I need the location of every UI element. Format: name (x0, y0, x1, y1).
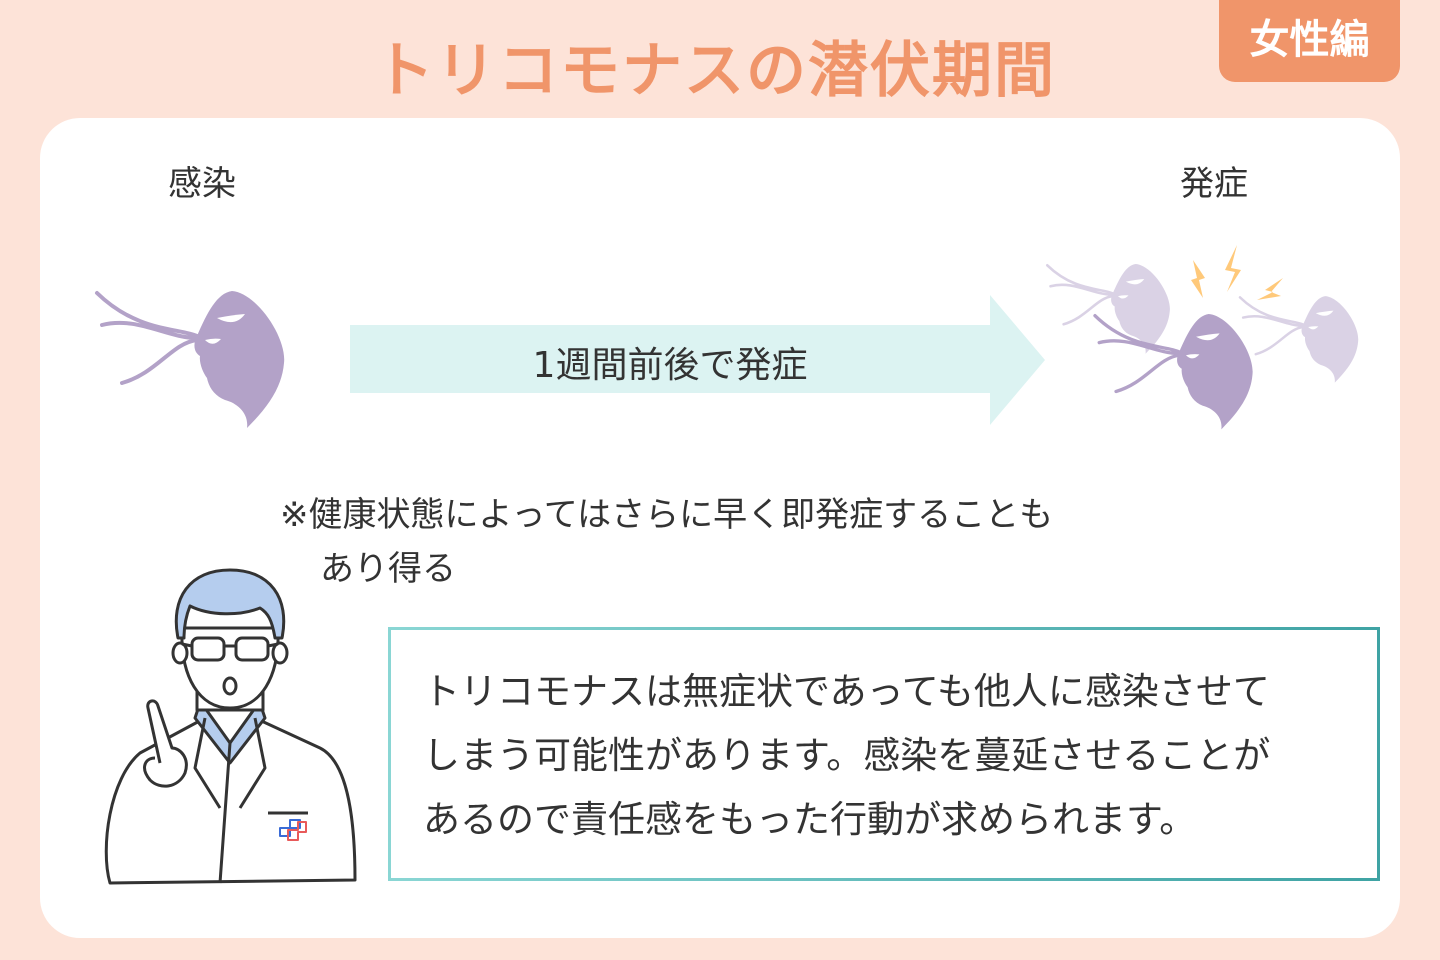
note-text: ※健康状態によってはさらに早く即発症することも あり得る (280, 488, 1053, 596)
message-line: あるので責任感をもった行動が求められます。 (423, 798, 1197, 841)
trichomonas-icon (1093, 312, 1255, 432)
page-title: トリコモナスの潜伏期間 (374, 36, 1056, 106)
onset-label: 発症 (1180, 164, 1248, 204)
incubation-period-label: 1週間前後で発症 (532, 345, 808, 386)
message-line: しまう可能性があります。感染を蔓延させることが (423, 734, 1271, 777)
female-edition-badge: 女性編 (1219, 0, 1400, 82)
message-line: トリコモナスは無症状であっても他人に感染させて (423, 670, 1270, 713)
message-box: トリコモナスは無症状であっても他人に感染させて しまう可能性があります。感染を蔓… (388, 627, 1380, 881)
lightning-icon (1191, 245, 1283, 300)
note-line: ※健康状態によってはさらに早く即発症することも (280, 495, 1054, 535)
doctor-illustration (104, 568, 357, 885)
arrow-icon (350, 295, 1045, 425)
note-line: あり得る (320, 549, 456, 589)
infection-label: 感染 (168, 164, 236, 204)
trichomonas-icon (95, 289, 287, 430)
